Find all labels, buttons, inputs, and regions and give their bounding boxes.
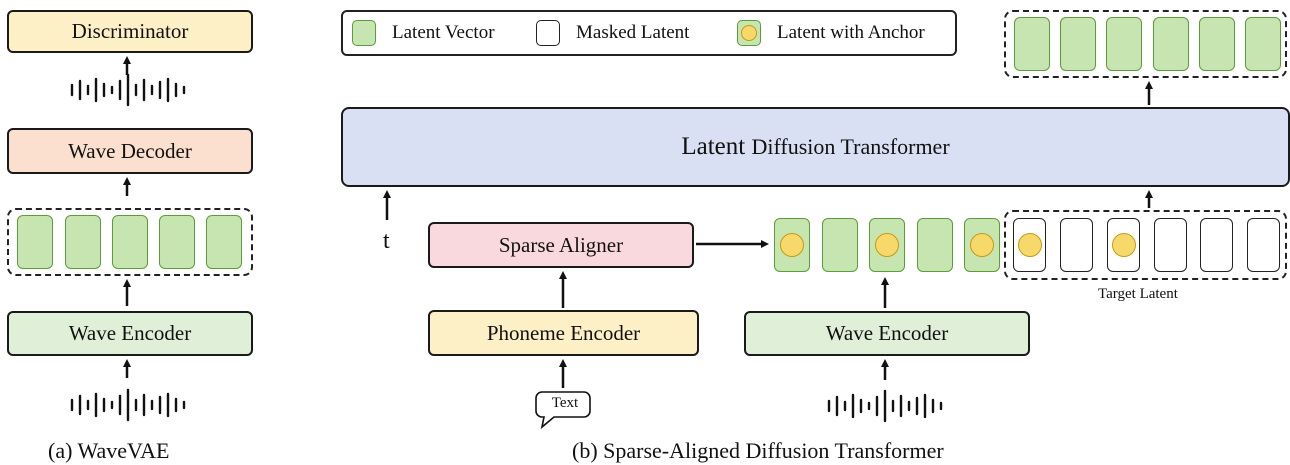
waveform-icon	[70, 388, 186, 422]
masked-latent-with-anchor	[1107, 218, 1140, 272]
vae-latent-vector	[206, 215, 242, 269]
ldt-label-rest: Diffusion Transformer	[751, 134, 950, 159]
latent-diffusion-transformer-box: Latent Diffusion Transformer	[341, 107, 1290, 187]
latent-vector	[917, 218, 953, 272]
output-latent-vector	[1060, 17, 1096, 71]
waveform-icon	[827, 389, 943, 423]
caption-b: (b) Sparse-Aligned Diffusion Transformer	[572, 438, 944, 463]
wave-decoder-box: Wave Decoder	[7, 128, 253, 174]
timestep-label: t	[383, 228, 390, 254]
text-bubble-icon	[535, 391, 591, 430]
masked-latent	[1060, 218, 1093, 272]
vae-latent-vector	[17, 215, 53, 269]
output-latent-vector	[1014, 17, 1050, 71]
legend-masked-latent-swatch	[536, 20, 560, 46]
anchor-icon	[780, 233, 804, 257]
masked-latent	[1200, 218, 1233, 272]
anchor-icon	[1111, 233, 1136, 257]
anchor-icon	[1017, 233, 1042, 257]
phoneme-encoder-box: Phoneme Encoder	[428, 310, 699, 356]
vae-wave-encoder-label: Wave Encoder	[68, 321, 192, 345]
anchor-icon	[875, 233, 899, 257]
ldt-label-prefix: Latent	[681, 133, 746, 160]
target-latent-group	[1004, 210, 1287, 280]
waveform-icon	[70, 73, 186, 107]
masked-latent	[1154, 218, 1187, 272]
target-latent-label: Target Latent	[1098, 286, 1178, 302]
vae-latent-vector	[65, 215, 101, 269]
wave-encoder-label: Wave Encoder	[825, 321, 949, 345]
wave-decoder-label: Wave Decoder	[68, 138, 192, 163]
legend-anchor-label: Latent with Anchor	[777, 22, 925, 43]
sparse-aligner-label: Sparse Aligner	[498, 232, 624, 257]
latent-with-anchor	[964, 218, 1000, 272]
discriminator-label: Discriminator	[71, 19, 189, 43]
legend-anchor-swatch	[737, 20, 761, 46]
output-latent-vector	[1245, 17, 1281, 71]
vae-latent-group	[7, 208, 253, 276]
latent-with-anchor	[774, 218, 810, 272]
vae-latent-vector	[112, 215, 148, 269]
masked-latent	[1247, 218, 1280, 272]
latent-vector	[822, 218, 858, 272]
vae-latent-vector	[159, 215, 195, 269]
legend-latent-vector-label: Latent Vector	[392, 22, 495, 43]
anchor-icon	[970, 233, 994, 257]
output-latent-vector	[1153, 17, 1189, 71]
sparse-aligner-box: Sparse Aligner	[428, 222, 694, 268]
output-latent-vector	[1106, 17, 1142, 71]
output-latent-group	[1004, 10, 1287, 78]
legend-masked-latent-label: Masked Latent	[576, 22, 690, 43]
caption-a: (a) WaveVAE	[48, 438, 170, 463]
wave-encoder-box: Wave Encoder	[744, 311, 1030, 356]
vae-wave-encoder-box: Wave Encoder	[7, 311, 253, 356]
discriminator-box: Discriminator	[7, 10, 253, 53]
legend	[341, 10, 957, 56]
output-latent-vector	[1199, 17, 1235, 71]
anchor-icon	[741, 25, 757, 41]
masked-latent-with-anchor	[1013, 218, 1046, 272]
latent-with-anchor	[869, 218, 905, 272]
phoneme-encoder-label: Phoneme Encoder	[486, 320, 641, 345]
text-bubble-label: Text	[551, 395, 579, 411]
legend-latent-vector-swatch	[352, 20, 376, 46]
